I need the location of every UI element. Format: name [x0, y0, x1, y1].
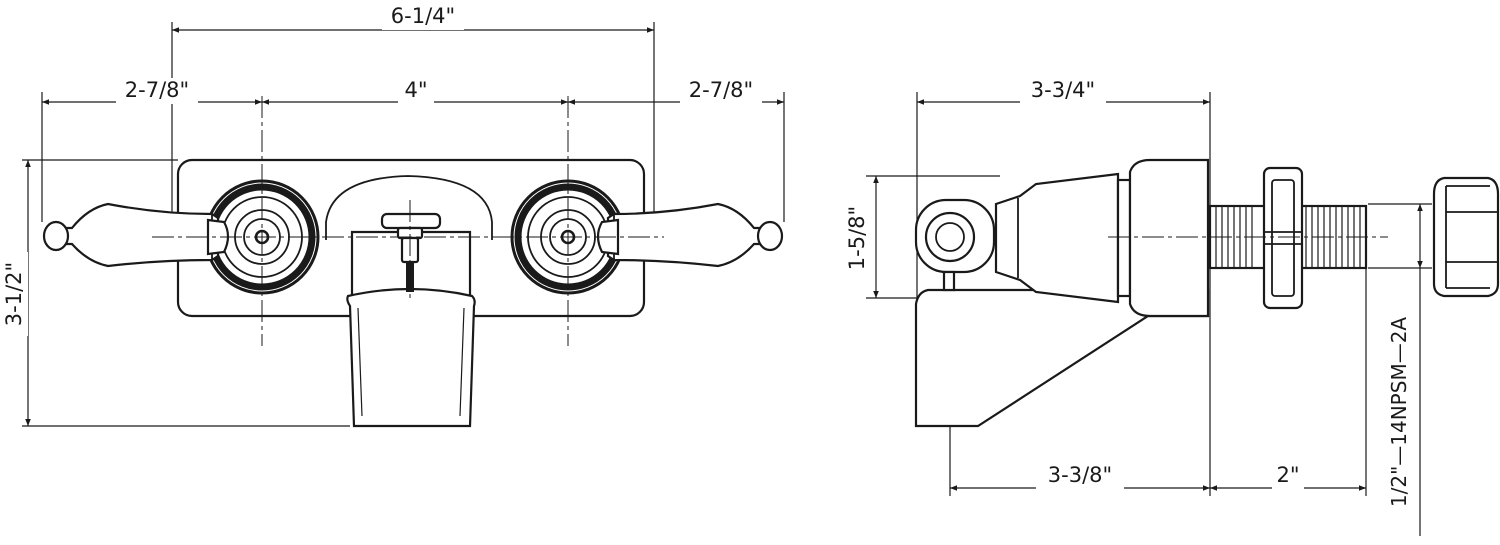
spout-outlet: [914, 198, 996, 292]
side-view: 3-3/4" 1-5/8" 3-3/8" 2" 1/2"—14NPSM—2A: [845, 78, 1500, 542]
valve-bonnet: [1116, 158, 1210, 318]
dim-right-handle-label: 2-7/8": [689, 78, 753, 102]
thread-spec-label: 1/2"—14NPSM—2A: [1387, 317, 1411, 508]
lock-nut: [1262, 166, 1304, 310]
dim-body-depth-label: 3-3/8": [1048, 463, 1112, 487]
front-extension-lines: [22, 22, 785, 427]
dim-overall-width-label: 6-1/4": [391, 4, 455, 28]
dim-depth-label: 3-3/4": [1031, 78, 1095, 102]
left-lever-handle: [42, 202, 230, 268]
dim-shank-length-label: 2": [1276, 463, 1299, 487]
right-lever-handle: [596, 202, 784, 268]
center-arch: [325, 175, 493, 240]
valve-cone: [994, 172, 1120, 304]
dim-center-spacing-label: 4": [404, 78, 427, 102]
dim-spout-height-label: 1-5/8": [845, 206, 869, 270]
dim-height-label: 3-1/2": [2, 262, 26, 326]
front-center-lines: [152, 96, 664, 346]
coupling-nut: [1432, 176, 1500, 298]
dim-left-handle-label: 2-7/8": [125, 78, 189, 102]
front-view: 6-1/4" 2-7/8" 4" 2-7/8" 3-1/2": [2, 4, 785, 428]
